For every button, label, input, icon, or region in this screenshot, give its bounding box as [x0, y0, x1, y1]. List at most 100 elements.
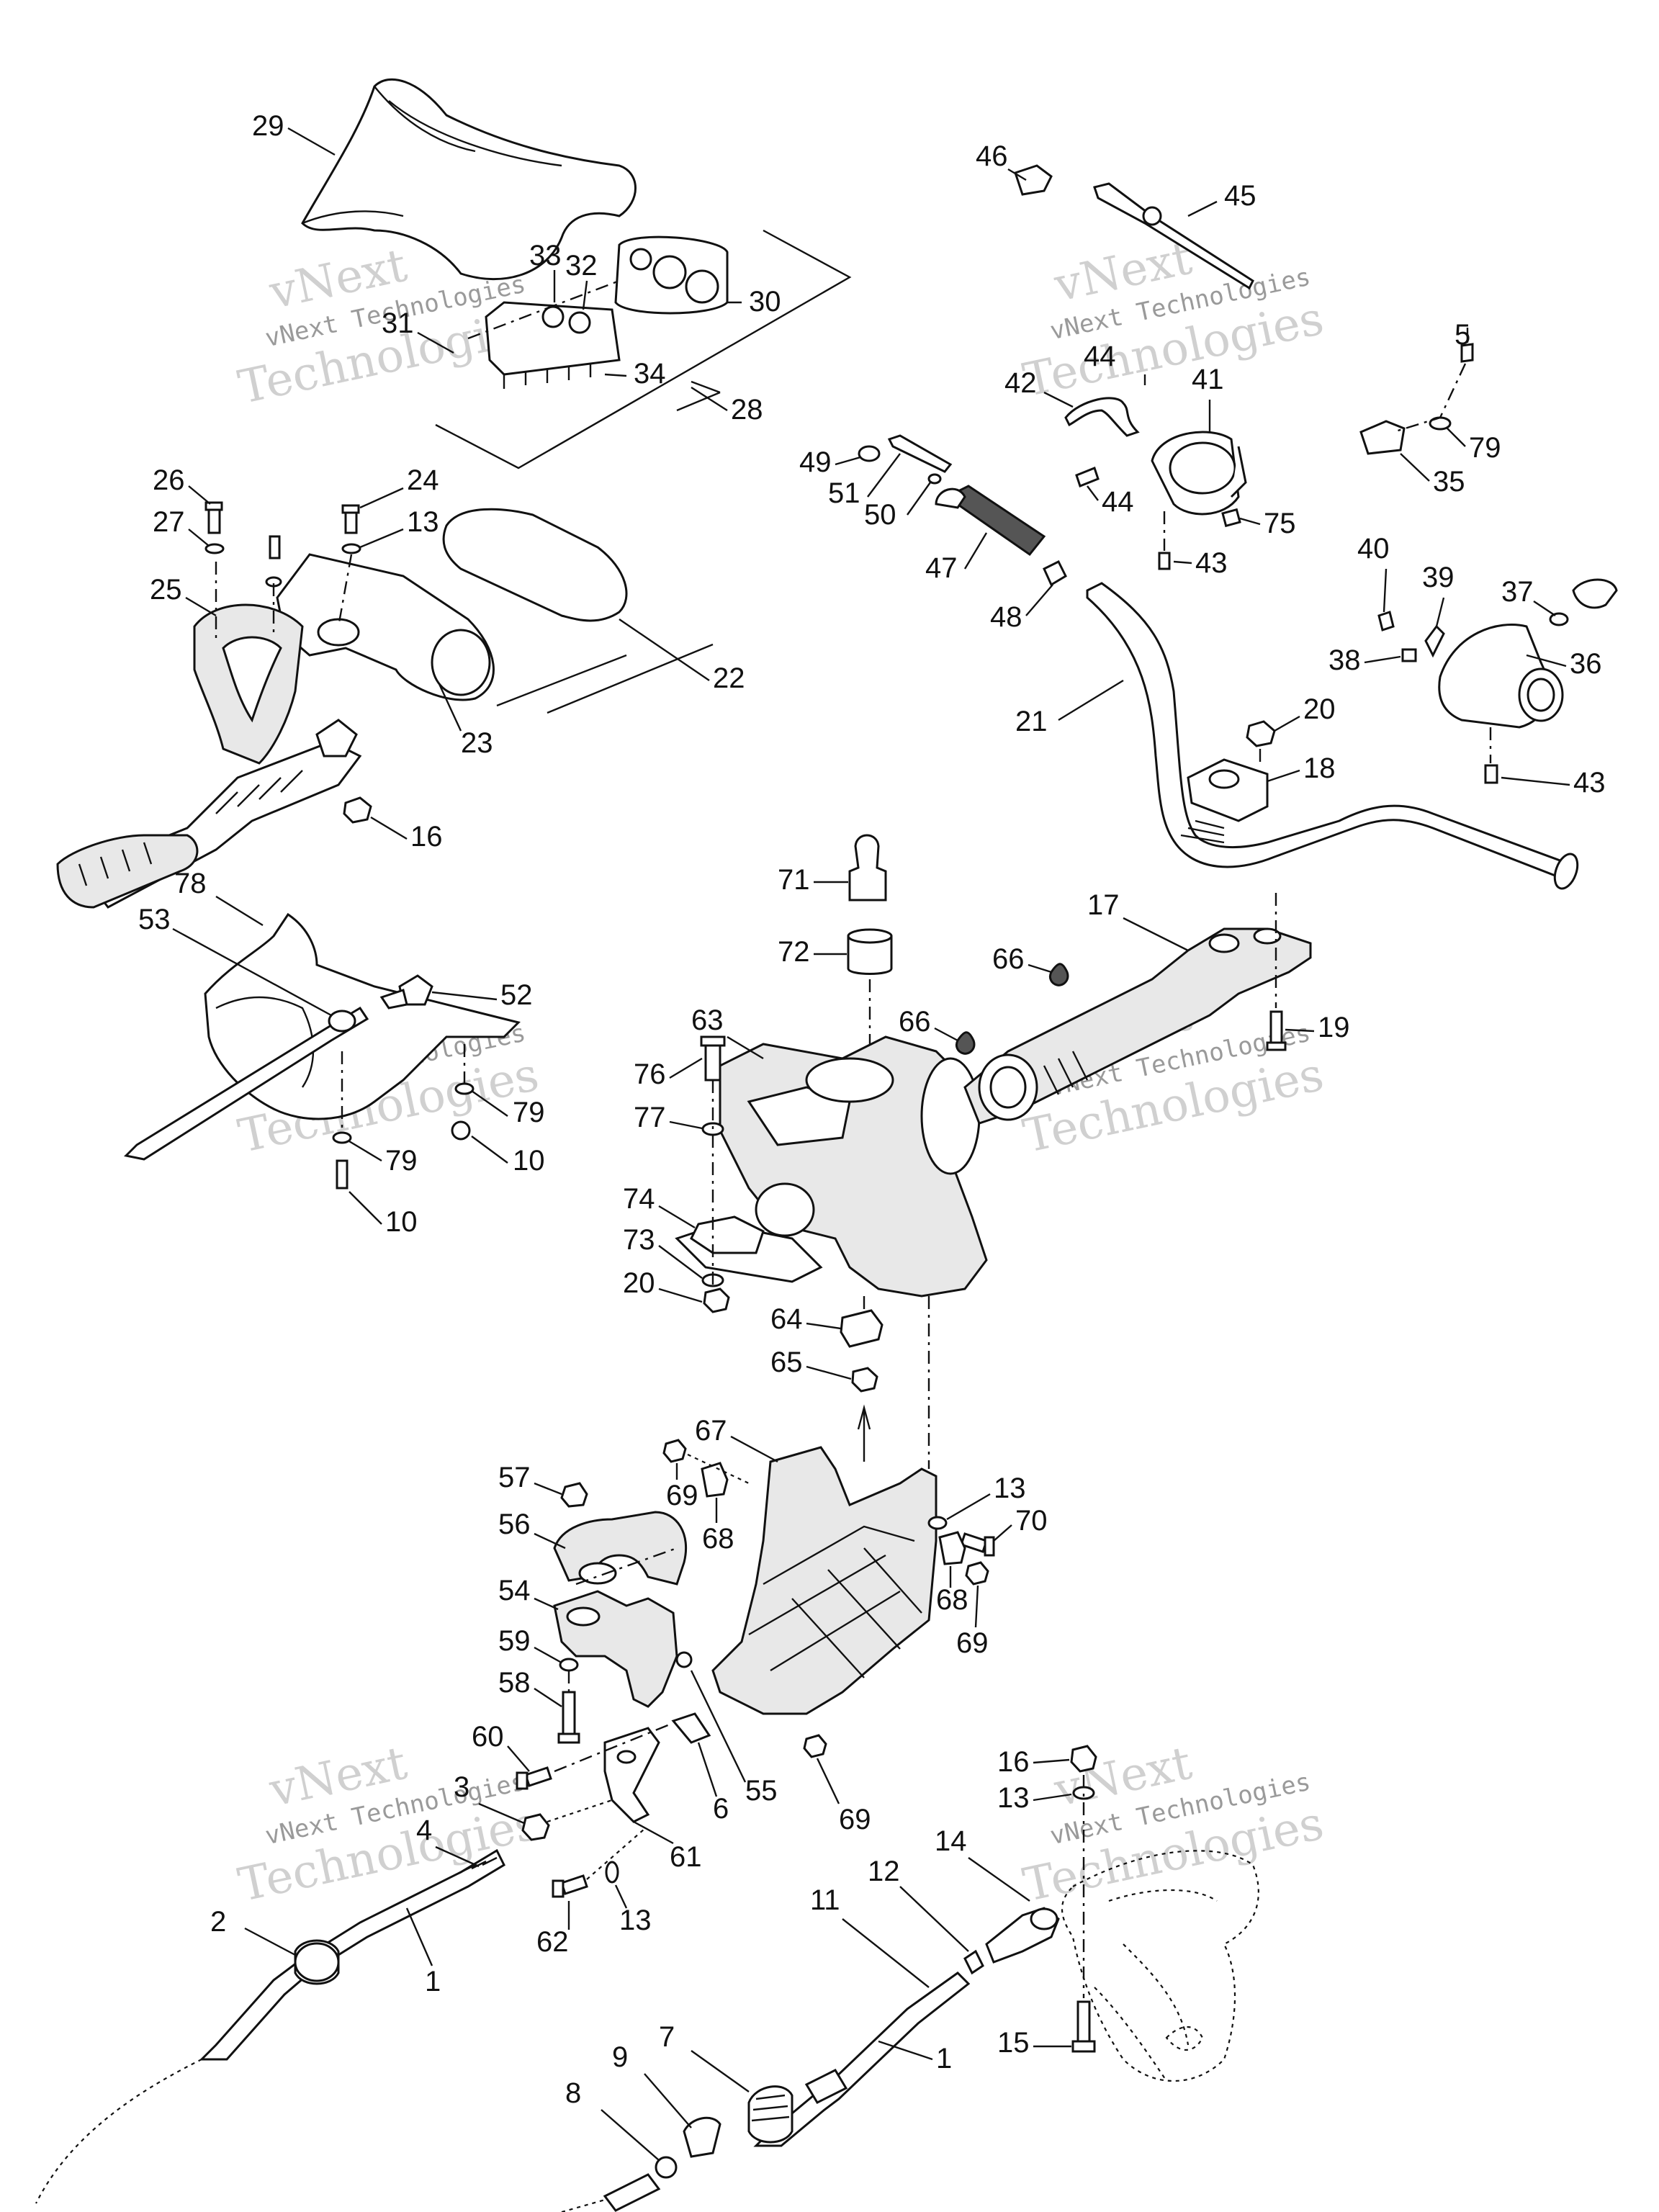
callout-40: 40 — [1357, 533, 1390, 565]
callout-9: 9 — [612, 2041, 628, 2073]
callout-2: 2 — [210, 1906, 226, 1938]
callout-45: 45 — [1224, 180, 1256, 212]
callout-43: 43 — [1195, 547, 1228, 579]
steering-cable-part — [199, 1848, 505, 2061]
callout-33: 33 — [529, 240, 562, 271]
callout-41: 41 — [1192, 364, 1224, 395]
callout-50: 50 — [864, 499, 896, 531]
jet-nozzle-outline — [1061, 1850, 1259, 2082]
callout-77: 77 — [634, 1102, 666, 1133]
callout-57: 57 — [498, 1462, 531, 1493]
steering-housing-group: 71 72 63 76 77 74 73 20 — [623, 834, 1350, 1469]
callout-79: 79 — [1469, 432, 1501, 464]
callout-25: 25 — [150, 574, 182, 606]
callout-28: 28 — [731, 394, 763, 426]
plate-hole — [652, 255, 687, 289]
mirror-bracket-part — [1359, 420, 1406, 455]
steering-support-part — [711, 1446, 938, 1715]
callout-20: 20 — [623, 1267, 655, 1299]
callout-19: 19 — [1318, 1012, 1350, 1043]
callout-30: 30 — [749, 286, 781, 318]
callout-68: 68 — [936, 1584, 968, 1616]
callout-4: 4 — [416, 1815, 432, 1846]
callout-51: 51 — [828, 477, 860, 509]
padding-cover-part — [301, 78, 637, 281]
callout-63: 63 — [691, 1004, 724, 1036]
handlebar-padding-group: 29 33 32 30 31 34 28 — [252, 78, 852, 469]
callout-55: 55 — [745, 1775, 778, 1807]
ring-part — [858, 445, 881, 462]
callout-13: 13 — [997, 1782, 1030, 1814]
callout-1: 1 — [425, 1966, 441, 1997]
callout-13: 13 — [619, 1905, 652, 1936]
callout-32: 32 — [565, 250, 598, 282]
callout-24: 24 — [407, 464, 439, 496]
throttle-lever-part — [1064, 397, 1140, 437]
callout-68: 68 — [702, 1523, 734, 1555]
callout-76: 76 — [634, 1058, 666, 1090]
callout-43: 43 — [1573, 767, 1606, 799]
callout-58: 58 — [498, 1667, 531, 1699]
throttle-cable-part — [1093, 182, 1254, 290]
grip-group: 49 51 50 47 48 — [799, 434, 1067, 633]
callout-35: 35 — [1433, 466, 1465, 498]
callout-61: 61 — [670, 1841, 702, 1873]
callout-47: 47 — [925, 552, 958, 584]
cable-sheath-part — [123, 1006, 369, 1161]
callout-16: 16 — [997, 1746, 1030, 1778]
callout-44: 44 — [1102, 486, 1134, 518]
stopper-part — [848, 834, 887, 902]
callout-52: 52 — [500, 979, 533, 1011]
mid-bracket-group: 78 53 52 79 10 79 10 — [123, 868, 545, 1238]
callout-22: 22 — [713, 662, 745, 694]
callout-26: 26 — [153, 464, 185, 496]
callout-31: 31 — [382, 307, 414, 339]
callout-67: 67 — [695, 1415, 727, 1447]
callout-11: 11 — [810, 1884, 840, 1916]
callout-54: 54 — [498, 1575, 531, 1606]
lower-clamp-part — [553, 1590, 678, 1708]
callout-29: 29 — [252, 110, 284, 142]
callout-48: 48 — [990, 601, 1022, 633]
callout-10: 10 — [385, 1206, 418, 1238]
callout-59: 59 — [498, 1625, 531, 1657]
callout-46: 46 — [976, 140, 1008, 172]
callout-34: 34 — [634, 358, 666, 390]
callout-13: 13 — [407, 506, 439, 538]
tiller-arm-part — [603, 1727, 660, 1823]
callout-66: 66 — [992, 943, 1025, 975]
callout-12: 12 — [868, 1856, 900, 1887]
grip-bolt-part — [887, 434, 953, 473]
callout-42: 42 — [1004, 367, 1037, 399]
throttle-group: 46 45 41 44 42 44 75 43 5 — [976, 140, 1501, 579]
callout-79: 79 — [385, 1145, 418, 1177]
callout-66: 66 — [899, 1006, 931, 1038]
handle-grip-part — [945, 485, 1046, 557]
callout-7: 7 — [659, 2021, 675, 2053]
callout-27: 27 — [153, 506, 185, 538]
plate-hole — [685, 269, 719, 304]
callout-1: 1 — [936, 2043, 952, 2074]
callout-8: 8 — [565, 2077, 581, 2109]
callout-3: 3 — [454, 1771, 469, 1803]
plate-hole — [629, 248, 652, 271]
handlebar-group: 21 18 20 36 37 39 40 38 43 — [1015, 533, 1618, 890]
callout-71: 71 — [778, 864, 810, 896]
callout-69: 69 — [839, 1804, 871, 1835]
callout-5: 5 — [1455, 319, 1470, 351]
callout-49: 49 — [799, 446, 832, 478]
callout-78: 78 — [174, 868, 207, 899]
cable-group: 4 2 1 11 1 7 9 8 12 14 — [35, 1745, 1259, 2212]
assembly-outline — [435, 229, 852, 469]
callout-18: 18 — [1303, 752, 1336, 784]
callout-44: 44 — [1084, 341, 1116, 372]
callout-69: 69 — [956, 1627, 989, 1659]
callout-21: 21 — [1015, 706, 1048, 737]
clip-part — [1014, 164, 1053, 196]
callout-38: 38 — [1328, 644, 1361, 676]
callout-17: 17 — [1087, 889, 1120, 921]
callout-79: 79 — [513, 1097, 545, 1128]
callout-62: 62 — [536, 1926, 569, 1958]
callout-20: 20 — [1303, 693, 1336, 725]
